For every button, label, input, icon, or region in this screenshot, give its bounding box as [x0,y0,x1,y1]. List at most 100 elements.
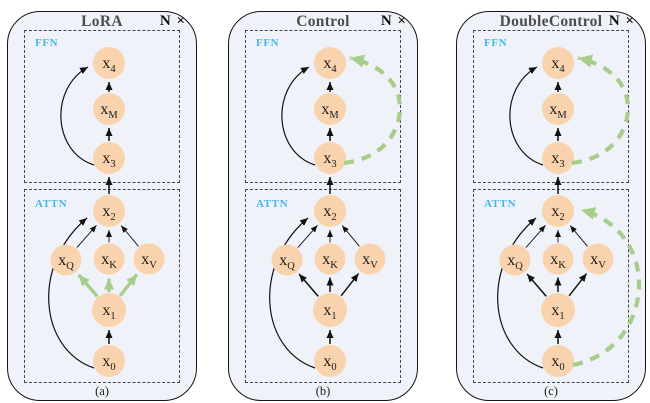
edge-x1-xV [340,273,360,297]
node-x2 [542,195,574,227]
node-x3 [542,142,574,174]
ffn-block-outline [473,30,629,183]
node-xM [314,93,346,125]
edge-x1-xQ [298,273,319,297]
node-x2 [93,195,125,227]
attn-block-label: ATTN [484,198,517,210]
node-label-x2: x2 [551,203,564,223]
repeat-n-times-label: N × [608,13,635,29]
subfigure-caption: (c) [544,384,558,398]
edge-x1-xV [118,273,139,297]
ffn-control-arc [343,54,403,166]
node-label-xQ: xQ [58,252,74,272]
panel-title: LoRA [81,13,123,30]
node-x2 [314,195,346,227]
diagram-lora: x4 xM x3 x2 xQ xK xV x1 x0 [48,47,165,377]
node-x4 [93,47,125,79]
node-x3 [93,142,125,174]
attn-residual-arc [497,217,544,369]
node-xM [542,93,574,125]
node-x0 [314,345,346,377]
node-x3 [314,142,346,174]
node-label-xK: xK [322,251,338,271]
subfigure-caption: (b) [315,384,331,398]
node-label-x3: x3 [551,150,564,170]
ffn-block-label: FFN [35,37,59,49]
node-xK [542,243,574,275]
node-label-x2: x2 [323,203,336,223]
node-label-x0: x0 [551,353,564,373]
node-x1 [541,293,575,327]
attn-block-outline [245,189,401,383]
panel-title: DoubleControl [499,13,603,30]
node-label-x4: x4 [102,55,116,75]
attn-residual-arc [269,217,316,369]
node-xK [93,243,125,275]
edge-xQ-x2 [76,224,97,248]
edge-xV-x2 [569,225,588,247]
node-xV [582,243,614,275]
node-xV [133,243,165,275]
node-label-xK: xK [101,251,117,271]
node-xM [93,93,125,125]
ffn-block-outline [24,30,180,183]
ffn-residual-arc [281,66,316,166]
edge-xQ-x2 [525,224,546,248]
node-label-xK: xK [550,251,566,271]
subfigure-caption: (a) [95,384,109,398]
attn-control-arc [572,207,642,368]
node-label-xV: xV [141,251,157,271]
diagram-control: x4 xM x3 x2 xQ xK xV x1 x0 [269,47,403,377]
node-label-xM: xM [100,101,118,121]
ffn-block-label: FFN [256,37,280,49]
node-x1 [92,293,126,327]
node-xQ [499,244,531,276]
node-label-x4: x4 [323,55,337,75]
ffn-residual-arc [509,66,544,166]
repeat-n-times-label: N × [380,13,407,29]
node-label-xM: xM [549,101,567,121]
edge-x1-xQ [526,273,547,297]
panel-lora: LoRA N × FFN ATTN x4 xM x3 x2 xQ xK xV x1 x0 (a) [7,11,197,401]
node-x4 [314,47,346,79]
ffn-block-outline [245,30,401,183]
attn-block-outline [24,189,180,383]
node-xQ [271,244,303,276]
node-xQ [50,244,82,276]
attn-block-label: ATTN [256,198,289,210]
edge-xQ-x2 [297,224,318,248]
node-xV [354,243,386,275]
node-label-x2: x2 [102,203,115,223]
node-label-xV: xV [590,251,606,271]
edge-xV-x2 [120,225,139,247]
node-x1 [313,293,347,327]
attn-block-outline [473,189,629,383]
node-label-xQ: xQ [279,252,295,272]
node-x4 [542,47,574,79]
attn-residual-arc [48,217,95,369]
ffn-block-label: FFN [484,37,508,49]
edge-xV-x2 [341,225,360,247]
node-xK [314,243,346,275]
edge-x1-xV [568,273,588,297]
panel-title: Control [296,13,350,30]
node-label-x1: x1 [102,302,115,322]
node-label-x1: x1 [323,302,336,322]
ffn-residual-arc [60,66,95,166]
node-label-xQ: xQ [507,252,523,272]
node-label-x0: x0 [323,353,336,373]
node-label-xM: xM [321,101,339,121]
node-label-xV: xV [362,251,378,271]
ffn-control-arc [571,54,631,166]
node-label-x3: x3 [323,150,336,170]
attn-block-label: ATTN [35,198,68,210]
node-label-x0: x0 [102,353,115,373]
node-x0 [542,345,574,377]
repeat-n-times-label: N × [159,13,186,29]
edge-x1-xQ [77,273,99,298]
node-label-x3: x3 [102,150,115,170]
